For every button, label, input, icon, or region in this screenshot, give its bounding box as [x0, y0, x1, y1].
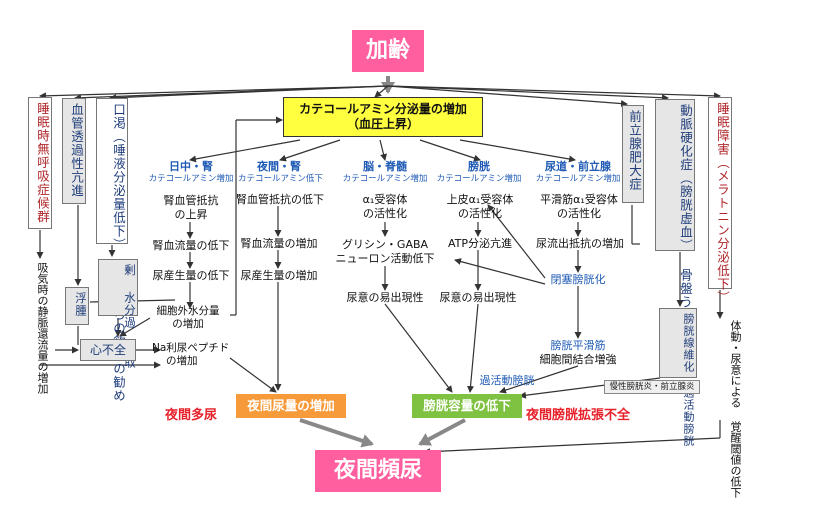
alpha1-activation-epithelium: 上皮α₁受容体 の活性化 [440, 193, 520, 221]
excess-text: 剰 [123, 264, 137, 277]
column-title: 脳・脊髄 [363, 160, 407, 173]
catecholamine-line2: （血圧上昇） [346, 117, 419, 131]
renal-resistance-up: 腎血管抵抗 の上昇 [155, 194, 227, 222]
urine-production-down: 尿産生量の低下 [152, 269, 230, 282]
column-header-brain: 脳・脊髄 カテコールアミン増加 [334, 160, 436, 184]
fibrosis-text: 膀胱線維化 [682, 313, 695, 373]
arousal-line2: 覚醒閾値の低下 [729, 421, 742, 498]
column-title: 日中・腎 [169, 160, 213, 173]
obstructed-bladder: 閉塞膀胱化 [550, 273, 606, 286]
gaba-line2: ニューロン活動低下 [335, 251, 435, 265]
column-header-bladder: 膀胱 カテコールアミン増加 [428, 160, 530, 184]
column-sub: カテコールアミン増加 [436, 173, 522, 184]
sleep-disorder-box: 睡眠障害（メラトニン分泌低下） [708, 97, 732, 305]
renal-flow-down: 腎血流量の低下 [152, 239, 230, 252]
column-title: 尿道・前立腺 [545, 160, 611, 173]
column-sub: カテコールアミン増加 [148, 173, 234, 184]
urgency-bladder: 尿意の易出現性 [439, 291, 517, 304]
overactive-bladder-label: 過活動膀胱 [479, 374, 535, 387]
thirst-text: 口渇（唾液分泌量低下） [111, 103, 126, 252]
ecf-line2: の増加 [172, 318, 204, 331]
water-intake-text: 水分過 [123, 291, 137, 330]
bladder-capacity-decrease-box: 膀胱容量の低下 [412, 394, 522, 418]
gaba-neuron-activity: グリシン・GABA ニューロン活動低下 [330, 238, 440, 266]
column-sub: カテコールアミン増加 [342, 173, 428, 184]
renal-resistance-up-line2: の上昇 [174, 207, 208, 221]
column-title: 夜間・腎 [257, 160, 301, 173]
sleep-apnea-box: 睡眠時無呼吸症候群 [28, 97, 52, 229]
column-title: 膀胱 [468, 160, 490, 173]
thirst-box: 口渇（唾液分泌量低下） 周囲からの飲水の勧め [96, 98, 128, 403]
alpha1-epi-line1: 上皮α₁受容体 [446, 193, 514, 206]
anp-line2: の増加 [166, 355, 198, 368]
column-sub: カテコールアミン増加 [535, 173, 621, 184]
water-intake-box: 剰 水分過 摂取 [98, 259, 138, 369]
column-header-day-kidney: 日中・腎 カテコールアミン増加 [145, 160, 237, 184]
gaba-line1: グリシン・GABA [341, 238, 429, 251]
arteriosclerosis-text: 動脈硬化症（膀胱虚血） [678, 104, 693, 253]
catecholamine-box: カテコールアミン分泌量の増加 （血圧上昇） [283, 97, 483, 137]
arteriosclerosis-box: 動脈硬化症（膀胱虚血） 骨盤うっ血状態 [655, 99, 695, 363]
fibrosis-box: 膀胱線維化 過活動膀胱 [659, 308, 697, 447]
column-header-night-kidney: 夜間・腎 カテコールアミン低下 [238, 160, 323, 184]
renal-resistance-down: 腎血管抵抗の低下 [236, 193, 324, 206]
alpha1-sm-line1: 平滑筋α₁受容体 [540, 193, 618, 206]
column-sub: カテコールアミン低下 [238, 173, 323, 184]
aging-box: 加齢 [352, 30, 424, 72]
smooth-muscle-line2: 細胞間結合増強 [539, 352, 617, 366]
prostate-box: 前立腺肥大症 [622, 105, 644, 203]
edema-box: 浮腫 [65, 287, 89, 325]
atp-secretion: ATP分泌亢進 [447, 237, 513, 250]
bladder-dilation-failure-label: 夜間膀胱拡張不全 [526, 408, 631, 423]
alpha1-activation-cns: α₁受容体 の活性化 [350, 193, 420, 221]
catecholamine-line1: カテコールアミン分泌量の増加 [299, 102, 467, 116]
urine-production-up: 尿産生量の増加 [240, 269, 318, 282]
ecf-text: 細胞外水分量 の増加 [145, 305, 231, 333]
arousal-threshold-text: 体動・尿意による 覚醒閾値の低下 [712, 320, 742, 498]
heart-failure-box: 心不全 [80, 339, 136, 361]
anp-text: Na利尿ペプチド の増加 [152, 342, 242, 370]
renal-resistance-up-line1: 腎血管抵抗 [163, 194, 219, 207]
alpha1-epi-line2: の活性化 [458, 206, 502, 220]
smooth-muscle-line1: 膀胱平滑筋 [550, 339, 606, 352]
alpha1-activation-smooth: 平滑筋α₁受容体 の活性化 [533, 193, 625, 221]
alpha1-cns-line1: α₁受容体 [362, 193, 408, 206]
overactive-text: 過活動膀胱 [682, 387, 695, 447]
column-header-urethra: 尿道・前立腺 カテコールアミン増加 [526, 160, 630, 184]
urgency-cns: 尿意の易出現性 [346, 291, 424, 304]
nocturia-box: 夜間頻尿 [315, 450, 441, 492]
arousal-line1: 体動・尿意による [729, 320, 742, 408]
ecf-line1: 細胞外水分量 [156, 305, 220, 317]
outflow-resistance: 尿流出抵抗の増加 [536, 237, 624, 250]
smooth-muscle-junction: 膀胱平滑筋 細胞間結合増強 [530, 339, 626, 367]
nocturnal-urine-increase-box: 夜間尿量の増加 [236, 394, 346, 418]
alpha1-sm-line2: の活性化 [557, 206, 601, 220]
venous-return-text: 吸気時の静脈還流量の増加 [36, 262, 49, 394]
anp-line1: Na利尿ペプチド [152, 342, 230, 354]
alpha1-cns-line2: の活性化 [363, 206, 407, 220]
nocturnal-polyuria-label: 夜間多尿 [165, 408, 218, 423]
chronic-inflammation-box: 慢性膀胱炎・前立腺炎 [604, 380, 700, 394]
renal-flow-up: 腎血流量の増加 [240, 237, 318, 250]
vascular-permeability-box: 血管透過性亢進 [62, 98, 86, 204]
